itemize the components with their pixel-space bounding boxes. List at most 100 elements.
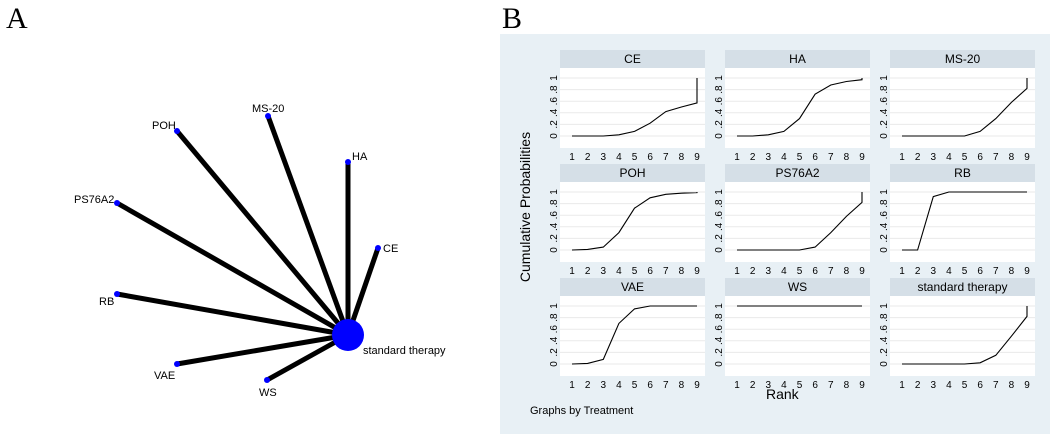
x-tick-label: 4: [946, 152, 952, 163]
x-tick-label: 6: [647, 266, 653, 277]
y-tick-label: .4: [714, 108, 725, 117]
x-tick-label: 4: [946, 266, 952, 277]
x-tick-label: 9: [1024, 380, 1030, 391]
x-tick-label: 1: [899, 266, 905, 277]
node-label-ms-20: MS-20: [252, 103, 284, 115]
x-tick-label: 9: [859, 152, 865, 163]
x-tick-label: 6: [977, 152, 983, 163]
x-tick-label: 4: [781, 266, 787, 277]
network-plot: standard therapyMS-20POHHAPS76A2CERBVAEW…: [74, 103, 446, 399]
y-tick-label: .2: [879, 120, 890, 129]
x-tick-label: 8: [679, 152, 685, 163]
plot-region: [560, 182, 705, 262]
y-tick-label: .8: [549, 85, 560, 94]
x-tick-label: 1: [569, 380, 575, 391]
x-tick-label: 4: [616, 266, 622, 277]
y-tick-label: 1: [714, 75, 725, 81]
facet-title: RB: [954, 166, 971, 180]
x-tick-label: 5: [797, 152, 803, 163]
x-tick-label: 9: [1024, 152, 1030, 163]
x-tick-label: 7: [993, 380, 999, 391]
y-tick-label: 0: [714, 361, 725, 367]
x-tick-label: 1: [569, 152, 575, 163]
graphs-by-note: Graphs by Treatment: [530, 405, 634, 417]
series-line-ha: [737, 78, 863, 137]
x-tick-label: 8: [679, 380, 685, 391]
y-tick-label: .4: [549, 336, 560, 345]
x-tick-label: 2: [915, 266, 921, 277]
x-tick-label: 7: [993, 266, 999, 277]
series-line-ps76a2: [737, 192, 863, 251]
x-tick-label: 4: [781, 152, 787, 163]
node-label-vae: VAE: [154, 370, 175, 382]
y-tick-label: 0: [879, 361, 890, 367]
x-tick-label: 2: [750, 380, 756, 391]
x-tick-label: 8: [844, 266, 850, 277]
x-tick-label: 3: [930, 152, 936, 163]
node-label-ws: WS: [259, 387, 277, 399]
node-ms-20: [265, 113, 271, 119]
facet-header: [560, 278, 705, 296]
edge-rb: [116, 291, 349, 338]
facet-title: VAE: [621, 280, 644, 294]
x-tick-label: 5: [797, 380, 803, 391]
x-tick-label: 9: [1024, 266, 1030, 277]
y-tick-label: 0: [879, 247, 890, 253]
x-tick-label: 6: [977, 266, 983, 277]
facet-title: HA: [789, 52, 806, 66]
y-tick-label: 0: [714, 247, 725, 253]
x-tick-label: 5: [962, 266, 968, 277]
facet-header: [725, 278, 870, 296]
node-label-poh: POH: [152, 120, 176, 132]
x-axis-label: Rank: [766, 386, 799, 402]
y-tick-label: .6: [879, 97, 890, 106]
y-tick-label: 0: [714, 133, 725, 139]
node-ws: [264, 377, 270, 383]
facet-header: [890, 164, 1035, 182]
x-tick-label: 8: [1009, 266, 1015, 277]
x-tick-label: 8: [679, 266, 685, 277]
x-tick-label: 3: [600, 152, 606, 163]
y-tick-label: .6: [714, 97, 725, 106]
y-tick-label: .4: [879, 222, 890, 231]
x-tick-label: 1: [569, 266, 575, 277]
y-tick-label: .2: [714, 120, 725, 129]
facet-header: [890, 278, 1035, 296]
x-tick-label: 7: [663, 380, 669, 391]
y-tick-label: .4: [549, 222, 560, 231]
y-tick-label: .2: [714, 234, 725, 243]
x-tick-label: 2: [915, 152, 921, 163]
x-tick-label: 7: [663, 266, 669, 277]
x-tick-label: 4: [946, 380, 952, 391]
plot-region: [890, 182, 1035, 262]
facet-title: WS: [788, 280, 807, 294]
facet-header: [560, 50, 705, 68]
edge-poh: [175, 129, 350, 337]
x-tick-label: 1: [899, 380, 905, 391]
x-tick-label: 3: [765, 266, 771, 277]
x-tick-label: 9: [859, 266, 865, 277]
y-tick-label: .8: [879, 313, 890, 322]
x-tick-label: 8: [1009, 152, 1015, 163]
facet-title: PS76A2: [775, 166, 819, 180]
y-tick-label: 1: [549, 75, 560, 81]
y-tick-label: 1: [714, 303, 725, 309]
node-rb: [114, 291, 120, 297]
node-ce: [375, 245, 381, 251]
x-tick-label: 3: [930, 266, 936, 277]
x-tick-label: 4: [616, 152, 622, 163]
y-tick-label: 1: [549, 303, 560, 309]
x-tick-label: 5: [632, 152, 638, 163]
x-tick-label: 9: [694, 266, 700, 277]
y-tick-label: .6: [879, 211, 890, 220]
x-tick-label: 8: [844, 380, 850, 391]
plot-region: [725, 296, 870, 376]
plot-region: [560, 296, 705, 376]
facet-header: [890, 50, 1035, 68]
node-label-standard-therapy: standard therapy: [363, 345, 446, 357]
y-tick-label: .6: [714, 325, 725, 334]
